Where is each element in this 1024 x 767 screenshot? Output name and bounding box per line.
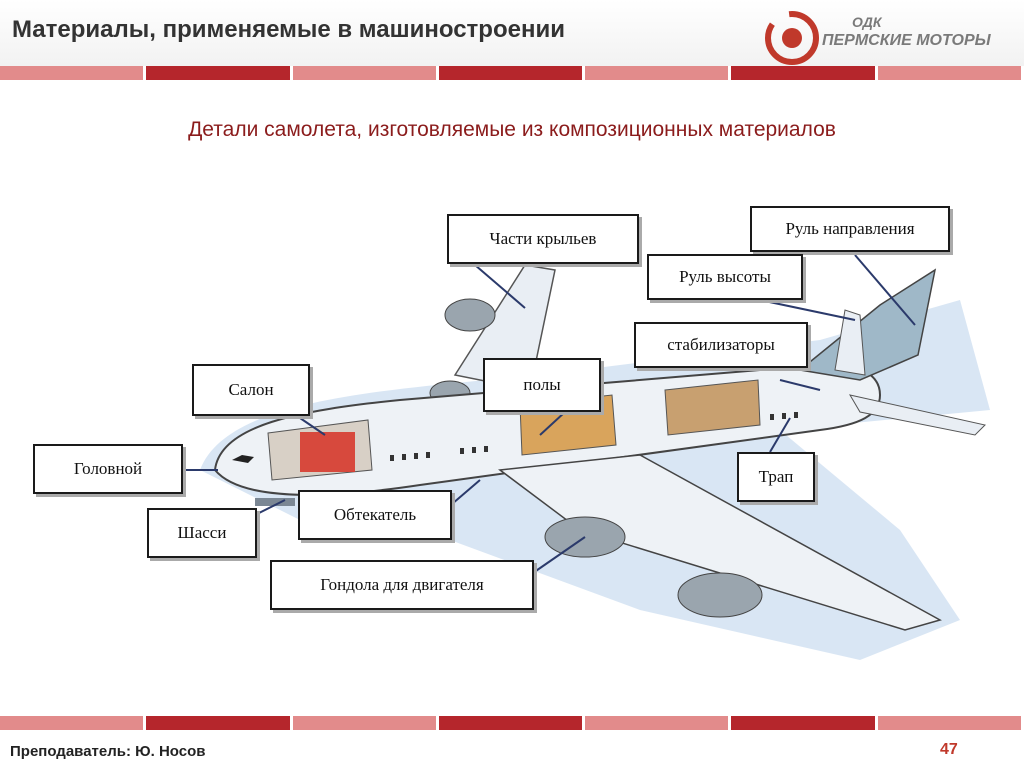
logo-line1: ОДК <box>852 14 882 30</box>
logo-swirl-icon <box>765 11 819 65</box>
slide-header: Материалы, применяемые в машиностроении … <box>0 0 1024 66</box>
footer-stripe <box>0 716 1024 730</box>
label-fairing: Обтекатель <box>298 490 452 540</box>
label-rudder: Руль направления <box>750 206 950 252</box>
label-nose: Головной <box>33 444 183 494</box>
company-logo: ОДК ПЕРМСКИЕ МОТОРЫ <box>764 10 1004 66</box>
page-number: 47 <box>940 741 958 758</box>
label-ramp: Трап <box>737 452 815 502</box>
label-gear: Шасси <box>147 508 257 558</box>
label-cabin: Салон <box>192 364 310 416</box>
label-stabilizers: стабилизаторы <box>634 322 808 368</box>
airplane-illustration <box>178 254 990 660</box>
slide-subtitle: Детали самолета, изготовляемые из композ… <box>188 118 836 141</box>
logo-line2: ПЕРМСКИЕ МОТОРЫ <box>822 32 991 49</box>
slide-title: Материалы, применяемые в машиностроении <box>12 16 565 43</box>
label-wing-parts: Части крыльев <box>447 214 639 264</box>
label-elevator: Руль высоты <box>647 254 803 300</box>
slide-footer: Преподаватель: Ю. Носов 47 <box>0 735 1024 767</box>
label-floors: полы <box>483 358 601 412</box>
label-nacelle: Гондола для двигателя <box>270 560 534 610</box>
airplane-diagram: Части крыльев Руль направления Руль высо… <box>0 180 1024 670</box>
header-stripe <box>0 66 1024 80</box>
teacher-name: Преподаватель: Ю. Носов <box>10 743 206 760</box>
